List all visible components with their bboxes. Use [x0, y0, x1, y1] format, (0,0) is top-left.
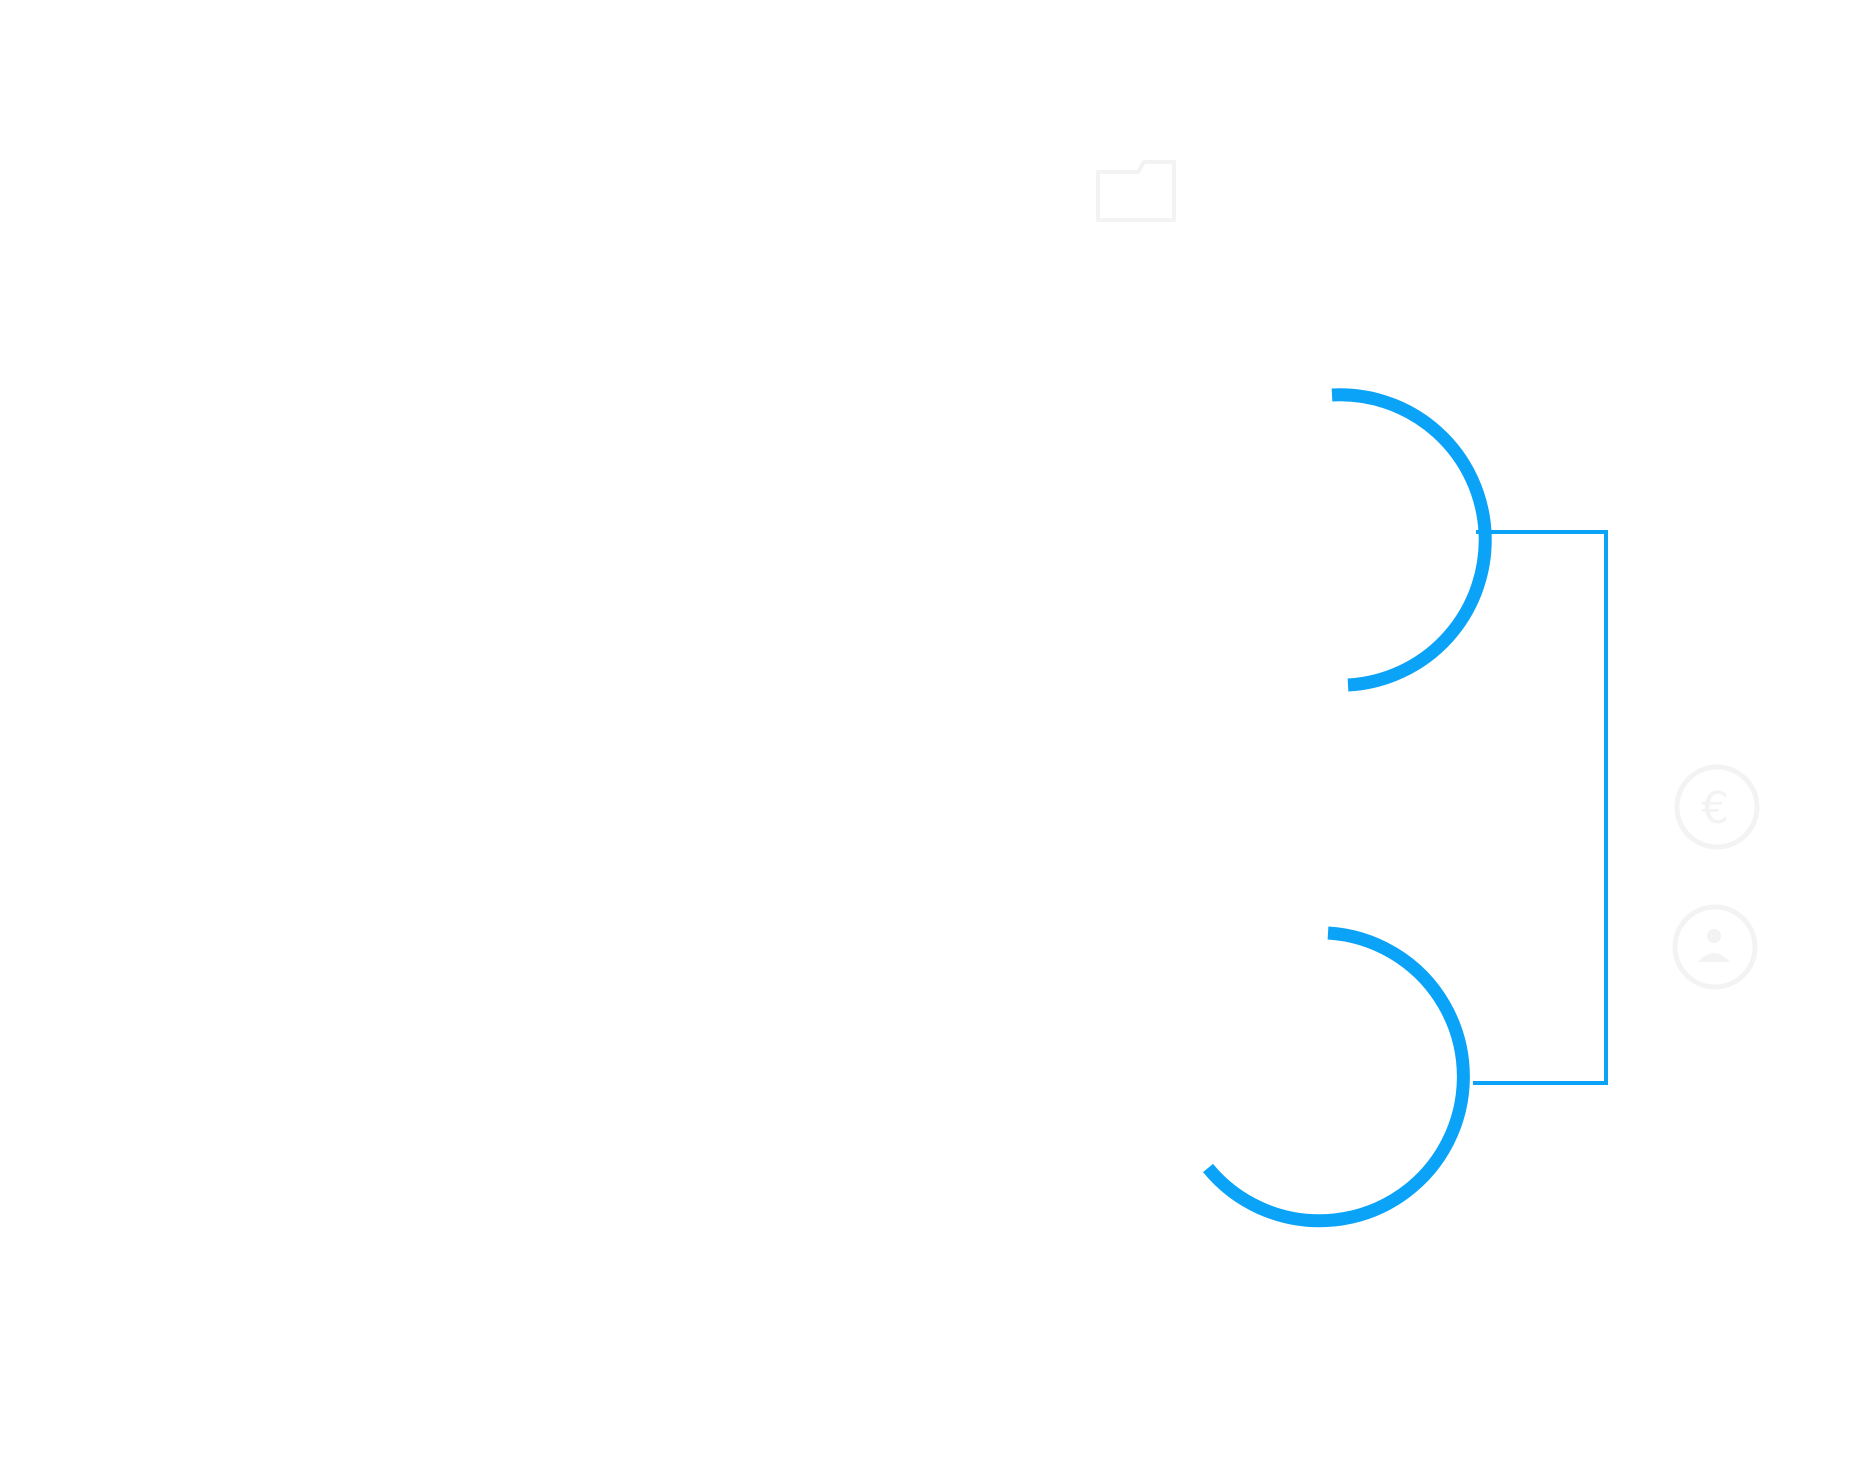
euro-coin-icon: € [1674, 764, 1760, 850]
user-coin-icon [1672, 904, 1758, 990]
connector-bracket [1473, 530, 1608, 1085]
euro-glyph: € [1701, 783, 1729, 834]
lower-arc [1202, 926, 1470, 1228]
folder-icon [1096, 160, 1176, 222]
upper-arc [1331, 388, 1492, 692]
